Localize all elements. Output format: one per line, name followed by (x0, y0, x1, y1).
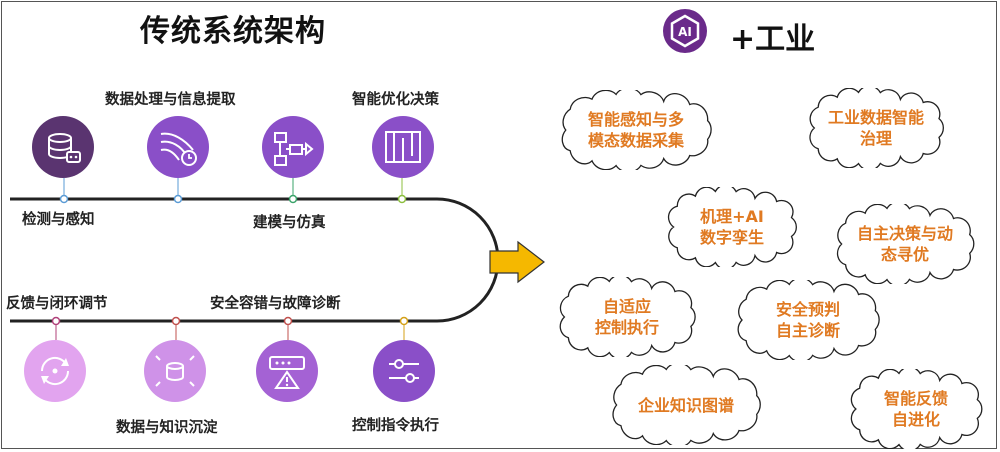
feedback-loop-icon (24, 340, 86, 402)
node-knowledge (171, 316, 181, 326)
ai-badge: AI (662, 8, 708, 54)
data-flow-clock-icon (147, 116, 209, 178)
cloud-digital-twin: 机理+AI 数字孪生 (663, 187, 801, 267)
label-knowledge: 数据与知识沉淀 (116, 420, 218, 436)
database-robot-icon (32, 116, 94, 178)
node-smart-optimization (397, 194, 407, 204)
cloud-adaptive-control-text: 自适应 控制执行 (594, 297, 659, 337)
cloud-perception-text: 智能感知与多 模态数据采集 (587, 110, 684, 150)
node-feedback (51, 316, 61, 326)
cloud-safety-diagnosis-text: 安全预判 自主诊断 (775, 300, 840, 340)
cloud-data-governance-text: 工业数据智能 治理 (827, 108, 924, 148)
flowchart-icon (262, 116, 324, 178)
label-modeling: 建模与仿真 (253, 215, 326, 231)
cloud-knowledge-graph: 企业知识图谱 (604, 365, 768, 445)
cloud-adaptive-control: 自适应 控制执行 (553, 277, 701, 357)
cloud-safety-diagnosis: 安全预判 自主诊断 (730, 280, 886, 360)
label-feedback: 反馈与闭环调节 (6, 296, 108, 312)
cloud-digital-twin-text: 机理+AI 数字孪生 (699, 207, 764, 247)
cloud-autonomous-decision: 自主决策与动 态寻优 (830, 204, 980, 284)
label-smart-optimization: 智能优化决策 (352, 92, 439, 108)
ai-badge-label: AI (678, 25, 692, 39)
warning-panel-icon (256, 340, 318, 402)
cloud-autonomous-decision-text: 自主决策与动 态寻优 (856, 224, 953, 264)
label-data-processing: 数据处理与信息提取 (105, 92, 236, 108)
control-sliders-icon (373, 340, 435, 402)
label-control: 控制指令执行 (352, 418, 439, 434)
label-fault-diagnosis: 安全容错与故障诊断 (210, 296, 341, 312)
node-modeling (288, 194, 298, 204)
knowledge-database-icon (144, 340, 206, 402)
label-detection: 检测与感知 (22, 212, 95, 228)
optimization-columns-icon (372, 116, 434, 178)
cloud-self-evolution-text: 智能反馈 自进化 (883, 389, 948, 429)
cloud-data-governance: 工业数据智能 治理 (803, 88, 949, 168)
node-control (399, 316, 409, 326)
transition-arrow-icon (489, 240, 545, 284)
cloud-perception: 智能感知与多 模态数据采集 (553, 90, 719, 170)
cloud-knowledge-graph-text: 企业知识图谱 (637, 395, 734, 415)
node-detection (59, 194, 69, 204)
cloud-self-evolution: 智能反馈 自进化 (845, 369, 987, 449)
node-data-processing (173, 194, 183, 204)
left-title: 传统系统架构 (140, 14, 326, 49)
node-fault-diagnosis (283, 316, 293, 326)
right-title: +工业 (730, 22, 816, 57)
